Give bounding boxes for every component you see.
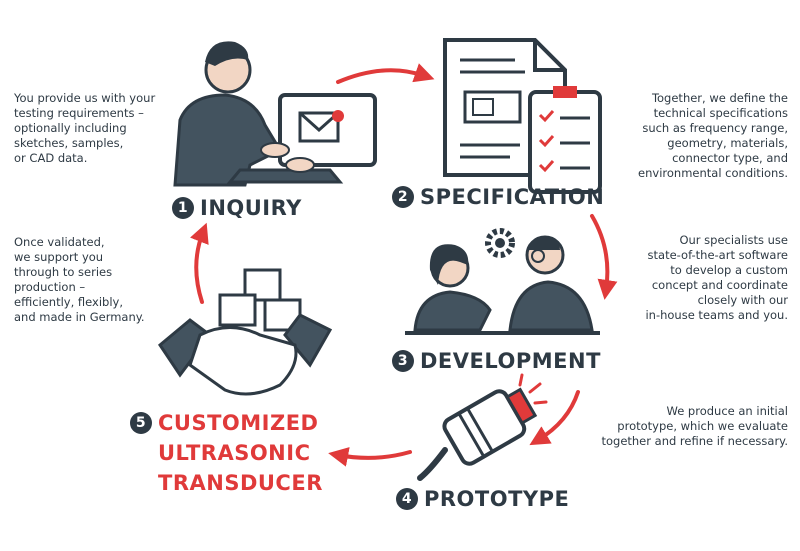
person-laptop-icon (173, 41, 377, 187)
step-number-badge: 4 (396, 488, 418, 510)
team-discussion-icon (405, 228, 600, 335)
step-customized-title: 5 CUSTOMIZED ULTRASONIC TRANSDUCER (130, 408, 323, 498)
step-specification-title: 2 SPECIFICATION (392, 185, 604, 209)
arrow-inquiry-to-specification (336, 63, 435, 84)
step-number-badge: 5 (130, 412, 152, 434)
step-title: SPECIFICATION (420, 185, 605, 209)
step-inquiry-title: 1 INQUIRY (172, 196, 302, 220)
development-description: Our specialists use state-of-the-art sof… (645, 233, 788, 322)
step-title-line: TRANSDUCER (158, 471, 323, 495)
arrow-prototype-to-customized (328, 447, 412, 467)
step-number-badge: 3 (392, 350, 414, 372)
prototype-description: We produce an initial prototype, which w… (601, 404, 788, 448)
step-number-badge: 2 (392, 186, 414, 208)
ultrasonic-transducer-icon (417, 373, 548, 481)
step-development-title: 3 DEVELOPMENT (392, 349, 601, 373)
step-number-badge: 1 (172, 197, 194, 219)
step-prototype-title: 4 PROTOTYPE (396, 487, 569, 511)
step-title: INQUIRY (200, 196, 302, 220)
arrow-development-to-prototype (529, 390, 580, 446)
document-checklist-icon (443, 38, 602, 194)
inquiry-description: You provide us with your testing require… (14, 91, 156, 165)
handshake-boxes-icon (158, 268, 333, 396)
arrow-specification-to-development (590, 214, 618, 300)
step-title: DEVELOPMENT (420, 349, 601, 373)
step-title-line: ULTRASONIC (158, 441, 311, 465)
step-title: PROTOTYPE (424, 487, 570, 511)
specification-description: Together, we define the technical specif… (638, 91, 788, 180)
customized-description: Once validated, we support you through t… (14, 235, 145, 324)
arrow-customized-to-inquiry (190, 222, 209, 304)
step-title-line: CUSTOMIZED (158, 411, 319, 435)
